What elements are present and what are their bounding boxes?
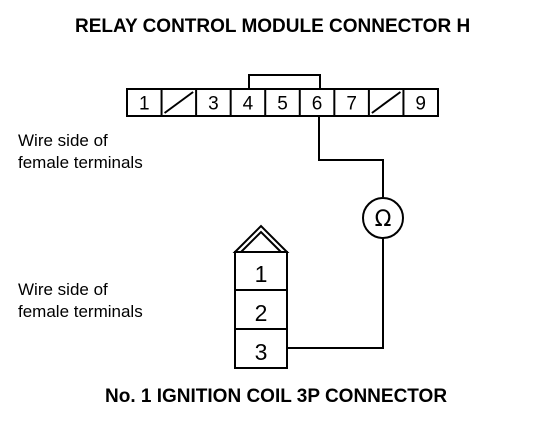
test-lead-lower — [288, 238, 384, 349]
coil-note-line2: female terminals — [18, 302, 143, 321]
coil-terminal-2: 2 — [255, 300, 268, 326]
ohmmeter-icon: Ω — [362, 197, 404, 239]
relay-note-line1: Wire side of — [18, 131, 108, 150]
coil-terminal-3: 3 — [255, 339, 268, 365]
coil-note-line1: Wire side of — [18, 280, 108, 299]
relay-terminal-7: 7 — [346, 94, 357, 115]
ignition-coil-connector — [232, 224, 290, 369]
relay-terminal-6: 6 — [312, 94, 323, 115]
relay-terminal-1: 1 — [139, 94, 150, 115]
relay-terminal-5: 5 — [277, 94, 288, 115]
relay-connector-title: RELAY CONTROL MODULE CONNECTOR H — [75, 16, 470, 37]
coil-connector-title: No. 1 IGNITION COIL 3P CONNECTOR — [105, 386, 447, 407]
relay-terminal-3: 3 — [208, 94, 219, 115]
test-lead-upper — [318, 116, 384, 197]
relay-terminal-4: 4 — [243, 94, 254, 115]
coil-connector-pins: 1 2 3 — [255, 261, 268, 365]
ohm-symbol: Ω — [375, 207, 392, 232]
coil-connector-tip — [232, 224, 290, 253]
coil-connector-body — [234, 251, 288, 369]
relay-connector-h — [126, 74, 439, 117]
coil-terminal-1: 1 — [255, 261, 268, 287]
relay-note-line2: female terminals — [18, 153, 143, 172]
empty-terminal-slash — [371, 91, 402, 114]
coil-connector-tip-inner — [240, 230, 282, 253]
connector-lock-tab — [248, 74, 321, 89]
empty-terminal-slash — [163, 91, 194, 114]
relay-connector-cells: 1 3 4 5 6 7 9 — [139, 89, 426, 116]
connector-body — [126, 88, 439, 117]
relay-terminal-9: 9 — [415, 94, 426, 115]
